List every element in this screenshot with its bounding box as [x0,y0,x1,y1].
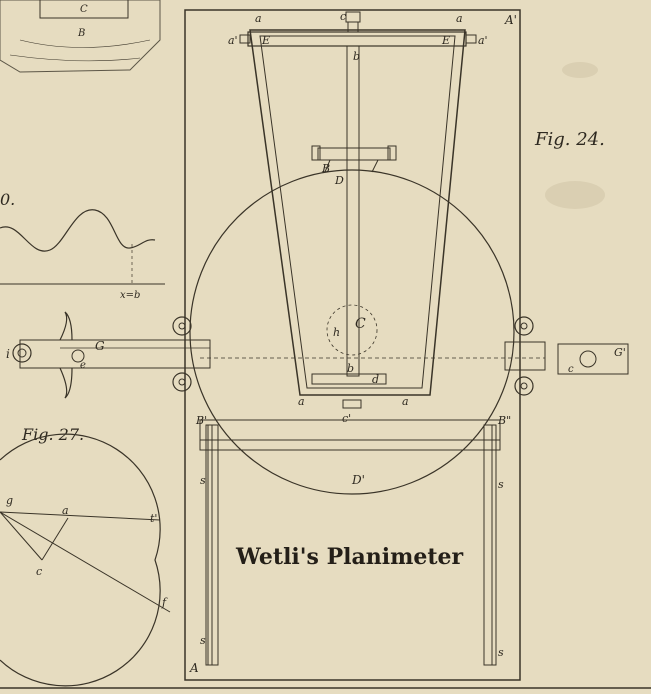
label-B-double-prime: B" [497,414,511,427]
bracket-B: B D [311,145,397,187]
side-rollers [172,316,546,396]
fig27-label-c: c [36,565,42,578]
label-A: A [189,661,199,675]
planimeter-frame: A' A [184,9,521,681]
partial-wave-figure: 0. x=b [0,190,165,301]
residual-top-left-engraving: C B [0,0,161,73]
label-x-eq-b: x=b [120,290,140,301]
figure-title: Wetli's Planimeter [235,544,464,570]
fig24-label: Fig. 24. [534,129,605,150]
label-D: D [334,174,344,187]
label-h: h [333,326,340,339]
label-C: C [355,316,366,332]
label-s2: s [498,478,504,491]
fig27-label-g: g [6,494,13,507]
top-label-B: B [77,28,85,39]
label-d: d [372,373,379,386]
label-c-prime: c' [342,412,351,425]
fig-partial-label: 0. [0,190,15,209]
label-e: e [80,360,86,371]
label-E-left: E [261,34,270,47]
paper-stains [545,62,605,209]
lower-rails: B' B" s s s s [195,414,511,666]
top-label-C: C [80,4,88,15]
label-B-prime: B' [195,414,207,427]
label-b-bottom: b [347,362,354,375]
label-c-top: c [340,10,346,23]
label-b-top: b [353,50,360,63]
label-a-tr: a [456,12,463,25]
label-G-prime: G' [614,346,626,359]
label-A-prime: A' [504,13,517,27]
fig27-circle-figure: Fig. 27. g a t' c f [0,425,171,687]
trapezoid-carriage: a a a' a' c E E a a [228,10,488,408]
label-i: i [6,347,10,361]
label-a-bl: a [298,395,305,408]
label-G: G [95,339,105,353]
left-arm-G: i e G [6,311,211,399]
label-a-prime-left: a' [228,34,238,47]
label-a-tl: a [255,12,262,25]
label-s3: s [200,634,206,647]
central-rod-b: b b d c' [311,45,387,425]
label-a-br: a [402,395,409,408]
detail-G-prime: G' c [557,343,629,375]
label-D-prime: D' [351,473,365,487]
fig27-label-a: a [62,504,69,517]
label-c-small: c [568,364,574,375]
label-B: B [321,162,330,175]
label-s4: s [498,646,504,659]
disc-D: D' h C [189,169,545,495]
label-E-right: E [441,34,450,47]
fig27-label-f: f [161,596,168,609]
label-a-prime-right: a' [478,34,488,47]
label-s1: s [200,474,206,487]
fig27-label-t: t' [150,512,157,525]
